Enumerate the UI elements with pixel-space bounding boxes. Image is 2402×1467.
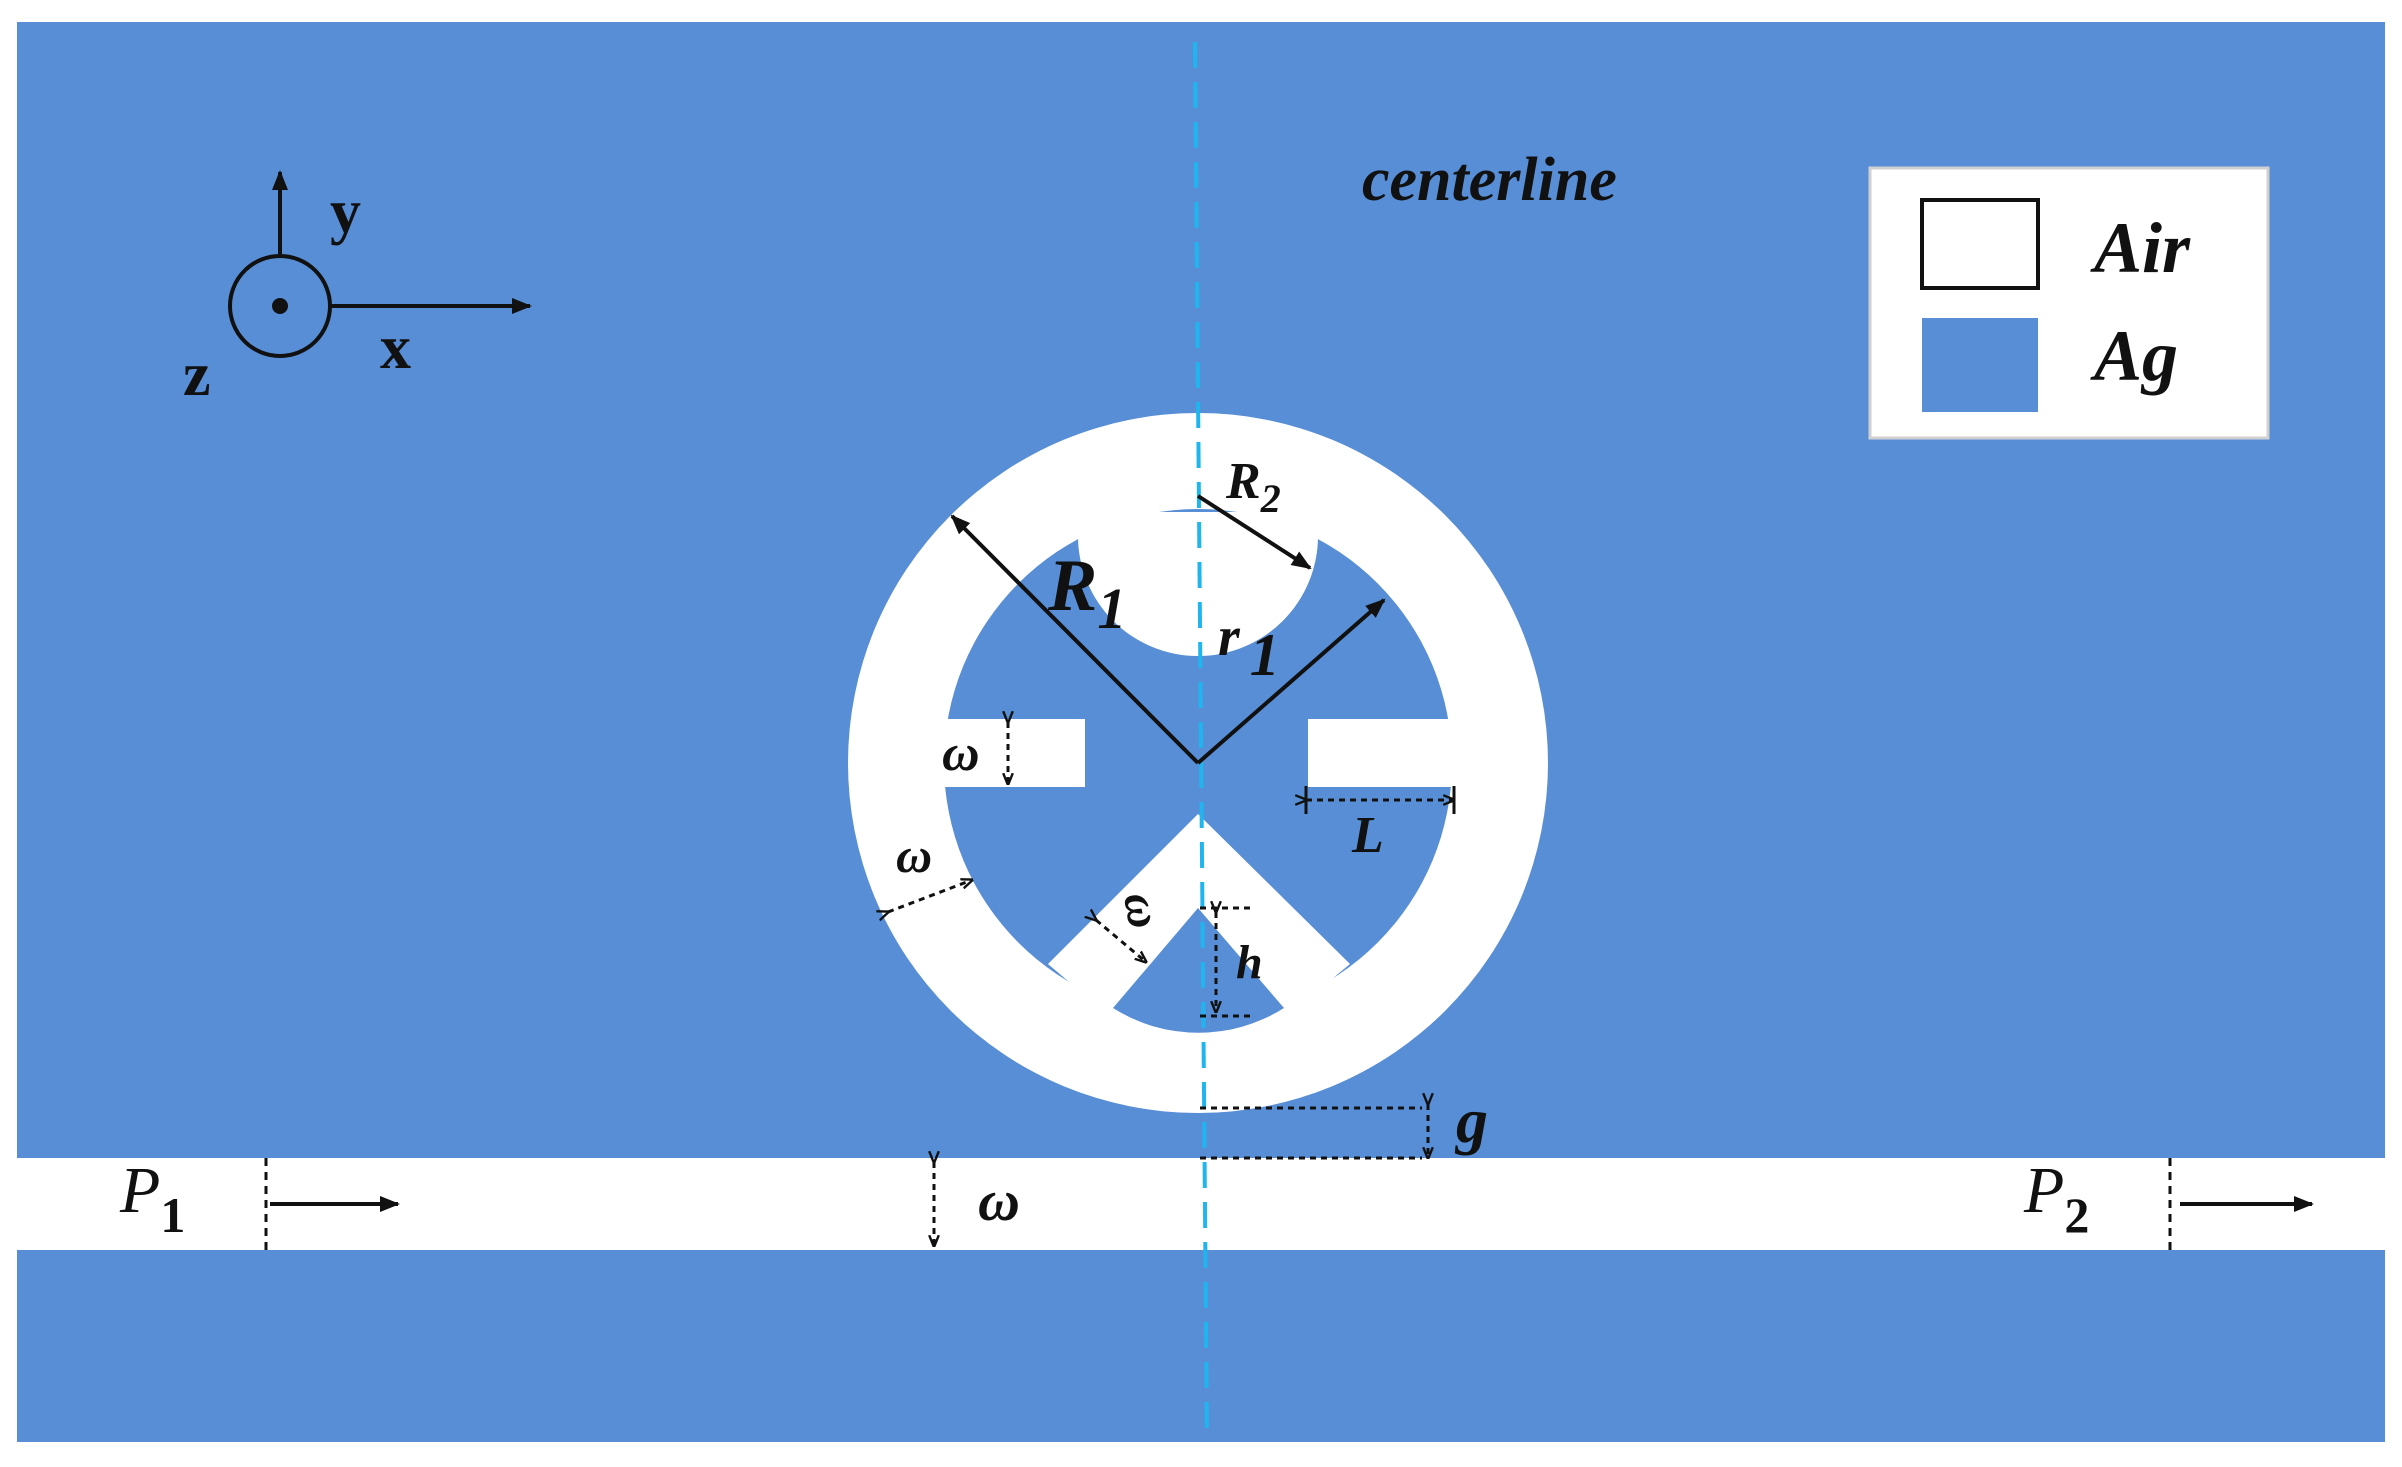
legend-label-air: Air [2090,208,2191,288]
centerline [1193,41,1209,1443]
L-label: L [1351,807,1384,864]
r1-inner-radius-arrow [1196,598,1386,765]
port-p1-label: P1 [119,1154,185,1243]
z-axis-dot [272,298,288,314]
omega-ring-dimension [888,880,972,912]
right-air-stub [1308,719,1468,787]
r1-outer-radius-arrow [950,514,1200,765]
waveguide-channel [17,1158,2385,1250]
legend-swatch-ag [1922,318,2038,412]
h-label: h [1236,936,1263,989]
wedge-silver-cap [1113,908,1284,1033]
R1-label: R1 [1047,545,1126,641]
bottom-air-wedge [1048,814,1350,1034]
centerline-label: centerline [1362,146,1617,214]
g-label: g [1454,1085,1488,1156]
x-axis-label: x [380,314,411,382]
omega-waveguide-label: ω [978,1168,1020,1233]
z-axis-label: z [183,341,211,409]
coordinate-axes-glyph: y x z [183,170,532,409]
legend-swatch-air [1920,198,2040,290]
legend: Air Ag [1868,166,2270,440]
port-p2-label: P2 [2023,1154,2089,1243]
legend-label-ag: Ag [2090,316,2178,396]
r2-notch-radius-arrow [1196,494,1312,570]
y-axis-label: y [330,178,361,246]
omega-ring-label: ω [896,827,932,883]
omega-stub-label: ω [942,725,980,782]
R2-label: R2 [1225,453,1281,521]
